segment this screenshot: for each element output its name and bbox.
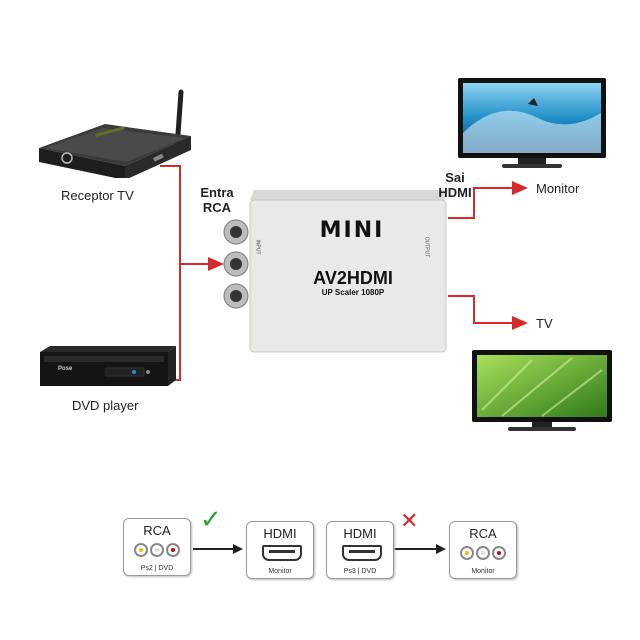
- compat-invalid-target-sub: Monitor: [471, 568, 495, 575]
- valid-arrow-head: [233, 544, 243, 554]
- input-label-line1: Entra: [200, 185, 234, 200]
- cross-mark-icon: ✕: [400, 509, 419, 534]
- rca-connector-icon: [134, 542, 180, 557]
- converter-model: AV2HDMI: [313, 268, 393, 288]
- output-hdmi-label: Sai HDMI: [432, 170, 478, 200]
- monitor-label: Monitor: [536, 181, 580, 196]
- compat-valid-source-sub: Ps2 | DVD: [140, 565, 174, 572]
- tv-device: [472, 350, 612, 434]
- compat-valid-source-box: RCA Ps2 | DVD: [123, 518, 191, 576]
- tv-arrow-head: [512, 316, 528, 330]
- compat-valid-target-sub: Monitor: [268, 568, 292, 575]
- invalid-arrow-head: [436, 544, 446, 554]
- compat-invalid-source-sub: Ps3 | DVD: [343, 568, 377, 575]
- converter-input-side-label: INPUT: [254, 239, 261, 255]
- monitor-arrow-head: [512, 181, 528, 195]
- compat-valid-source-title: RCA: [143, 523, 171, 538]
- converter-output-side-label: OUTPUT: [423, 236, 430, 258]
- dvd-brand-text: Pose: [58, 366, 73, 372]
- check-mark-icon: ✓: [200, 505, 222, 535]
- tv-receiver-label: Receptor TV: [61, 188, 134, 203]
- output-label-line1: Sai: [445, 170, 465, 185]
- converter-brand: MINI: [319, 218, 385, 243]
- av2hdmi-converter: MINI AV2HDMI UP Scaler 1080P INPUT OUTPU…: [222, 186, 454, 356]
- hdmi-port-icon: [342, 545, 382, 561]
- dvd-player-device: Pose: [36, 344, 178, 390]
- compat-valid-target-title: HDMI: [263, 526, 297, 541]
- rca-connector-icon: [460, 545, 506, 560]
- compat-invalid-source-title: HDMI: [343, 526, 377, 541]
- compat-invalid-target-box: RCA Monitor: [449, 521, 517, 579]
- converter-subtitle: UP Scaler 1080P: [321, 288, 385, 297]
- compat-invalid-target-title: RCA: [469, 526, 497, 541]
- rca-jacks: [223, 219, 249, 309]
- input-rca-label: Entra RCA: [192, 185, 242, 215]
- compat-valid-target-box: HDMI Monitor: [246, 521, 314, 579]
- input-label-line2: RCA: [202, 200, 232, 215]
- compat-invalid-source-box: HDMI Ps3 | DVD: [326, 521, 394, 579]
- monitor-device: [458, 78, 606, 174]
- tv-receiver-device: [35, 88, 195, 180]
- dvd-player-label: DVD player: [72, 398, 139, 413]
- input-arrow-head: [208, 257, 224, 271]
- hdmi-port-icon: [262, 545, 302, 561]
- output-label-line2: HDMI: [438, 185, 472, 200]
- tv-label: TV: [536, 316, 553, 331]
